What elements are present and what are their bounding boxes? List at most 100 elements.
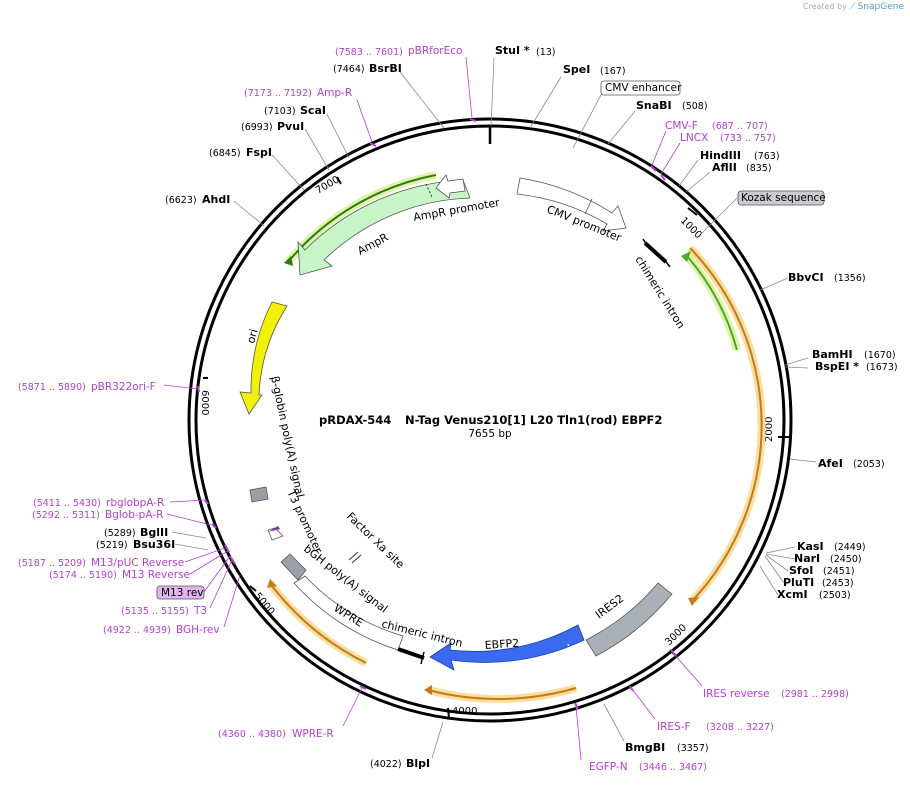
enzyme-name-ahdi[interactable]: AhdI bbox=[202, 193, 230, 206]
primer-range-iresf: (3208 .. 3227) bbox=[706, 722, 774, 733]
enzyme-name-hindiii[interactable]: HindIII bbox=[700, 149, 741, 162]
enzyme-name-bglii[interactable]: BglII bbox=[140, 526, 168, 539]
primer-name-egfpn[interactable]: EGFP-N bbox=[589, 761, 628, 773]
enzyme-pos-xcmi: (2503) bbox=[819, 590, 851, 601]
primer-name-lncx[interactable]: LNCX bbox=[680, 132, 708, 144]
ires2-arrow[interactable] bbox=[585, 582, 673, 657]
primer-mark-pbr322ori bbox=[197, 385, 200, 393]
primer-name-ampr[interactable]: Amp-R bbox=[317, 87, 352, 99]
enzyme-pos-bglii: (5289) bbox=[104, 528, 136, 539]
boxed-cmv-enhancer[interactable]: CMV enhancer bbox=[600, 80, 682, 96]
primer-mark-t3 bbox=[229, 555, 236, 565]
primer-name-pbrforeco[interactable]: pBRforEco bbox=[408, 45, 462, 57]
intron-bottom-bar bbox=[397, 647, 425, 660]
cmv-promoter-arrow[interactable] bbox=[516, 177, 627, 232]
credit-prefix: Created by bbox=[802, 2, 847, 11]
bgh-polya-box[interactable] bbox=[280, 553, 307, 581]
enzyme-name-afei[interactable]: AfeI bbox=[818, 457, 843, 470]
primer-name-bghrev[interactable]: BGH-rev bbox=[176, 624, 220, 636]
feature-label-ires2: IRES2 bbox=[593, 592, 626, 622]
connector-xcmi bbox=[759, 565, 779, 596]
primer-range-wpre: (4360 .. 4380) bbox=[218, 729, 286, 740]
primer-name-cmvf[interactable]: CMV-F bbox=[665, 120, 698, 132]
enzyme-name-snabi[interactable]: SnaBI bbox=[636, 99, 672, 112]
primer-name-wpre[interactable]: WPRE-R bbox=[292, 728, 334, 740]
boxed-m13rev[interactable]: M13 rev bbox=[156, 585, 205, 600]
ebfp2-arrow[interactable] bbox=[429, 624, 585, 671]
primer-connector-bglobpa bbox=[166, 513, 212, 526]
primer-mark-rbglobpa bbox=[204, 499, 209, 505]
ori-arrow[interactable] bbox=[239, 301, 288, 415]
enzyme-pos-ahdi: (6623) bbox=[165, 195, 197, 206]
enzyme-name-stui[interactable]: StuI * bbox=[495, 44, 530, 57]
orf-green-left-arrowhead bbox=[284, 256, 293, 266]
intron-bottom-end bbox=[420, 651, 425, 665]
credit-brand[interactable]: SnapGene bbox=[857, 2, 904, 12]
connector-hindiii bbox=[678, 159, 699, 187]
primer-range-lncx: (733 .. 757) bbox=[720, 133, 776, 144]
primer-mark-wpre bbox=[359, 685, 367, 690]
orf-right-halo bbox=[687, 245, 766, 603]
primer-connector-wpre bbox=[342, 687, 363, 727]
primer-connector-pbr322ori bbox=[163, 384, 199, 390]
bglobin-polya-box[interactable] bbox=[249, 486, 269, 503]
primer-mark-bglobpa bbox=[211, 523, 217, 529]
primer-connector-egfpn bbox=[575, 705, 582, 761]
enzyme-name-bbvci[interactable]: BbvCI bbox=[788, 271, 824, 284]
enzyme-name-kasi[interactable]: KasI bbox=[797, 540, 824, 553]
enzyme-pos-snabi: (508) bbox=[682, 101, 708, 112]
primer-connector-m13puc bbox=[184, 547, 226, 563]
enzyme-pos-afei: (2053) bbox=[853, 459, 885, 470]
factor-xa-mark[interactable] bbox=[348, 551, 359, 561]
intron-top-start bbox=[642, 238, 649, 248]
primer-mark-lncx bbox=[660, 174, 666, 181]
enzyme-name-scai[interactable]: ScaI bbox=[300, 104, 326, 117]
chimeric-intron-top[interactable] bbox=[642, 238, 671, 268]
primer-name-bglobpa[interactable]: Bglob-pA-R bbox=[105, 509, 163, 521]
primer-connector-t3 bbox=[209, 559, 233, 609]
connector-bsu36i bbox=[174, 543, 209, 551]
connector-stui bbox=[490, 57, 495, 127]
enzyme-name-bspei[interactable]: BspEI * bbox=[815, 360, 859, 373]
primer-name-pbr322ori[interactable]: pBR322ori-F bbox=[91, 381, 156, 393]
enzyme-name-spei[interactable]: SpeI bbox=[563, 63, 590, 76]
tick-label-6000: 6000 bbox=[199, 390, 210, 415]
enzyme-name-pluti[interactable]: PluTI bbox=[783, 576, 814, 589]
primer-name-m13puc[interactable]: M13/pUC Reverse bbox=[91, 557, 184, 569]
ampr-promoter-arrow[interactable] bbox=[435, 174, 466, 199]
boxed-kozak[interactable]: Kozak sequence bbox=[737, 190, 826, 206]
connector-afei bbox=[789, 458, 817, 463]
plasmid-length: 7655 bp bbox=[468, 428, 512, 440]
primer-name-t3[interactable]: T3 bbox=[193, 605, 207, 617]
primer-labels: pBRforEco (7583 .. 7601) Amp-R (7173 .. … bbox=[18, 45, 849, 773]
primer-name-ires-rev[interactable]: IRES reverse bbox=[703, 688, 770, 700]
tick-label-4000: 4000 bbox=[452, 706, 477, 717]
enzyme-name-bmgbi[interactable]: BmgBI bbox=[625, 741, 665, 754]
enzyme-pos-pvui: (6993) bbox=[241, 122, 273, 133]
primer-connectors bbox=[163, 56, 703, 761]
primer-connector-ampr bbox=[356, 99, 373, 143]
enzyme-name-sfoi[interactable]: SfoI bbox=[789, 564, 813, 577]
enzyme-name-bsu36i[interactable]: Bsu36I bbox=[133, 538, 175, 551]
connector-nari bbox=[765, 553, 796, 560]
enzyme-name-xcmi[interactable]: XcmI bbox=[777, 588, 808, 601]
enzyme-name-bamhi[interactable]: BamHI bbox=[812, 348, 853, 361]
enzyme-name-bsrbi[interactable]: BsrBI bbox=[369, 62, 402, 75]
connector-bamhi bbox=[784, 357, 809, 366]
enzyme-name-blpi[interactable]: BlpI bbox=[406, 757, 430, 770]
enzyme-name-pvui[interactable]: PvuI bbox=[277, 120, 304, 133]
intron-top-bar bbox=[643, 241, 668, 264]
primer-name-rbglobpa[interactable]: rbglobpA-R bbox=[106, 497, 164, 509]
primer-name-m13rev[interactable]: M13 Reverse bbox=[122, 569, 190, 581]
wpre-block[interactable] bbox=[293, 575, 404, 651]
chimeric-intron-bottom[interactable] bbox=[397, 647, 425, 665]
tick-mark-7000 bbox=[336, 176, 342, 185]
enzyme-name-aflii[interactable]: AflII bbox=[712, 161, 737, 174]
orf-arrowheads bbox=[267, 251, 699, 695]
enzyme-name-fspi[interactable]: FspI bbox=[246, 146, 272, 159]
enzyme-name-nari[interactable]: NarI bbox=[794, 552, 820, 565]
primer-name-iresf[interactable]: IRES-F bbox=[657, 721, 691, 733]
enzyme-pos-bbvci: (1356) bbox=[834, 273, 866, 284]
